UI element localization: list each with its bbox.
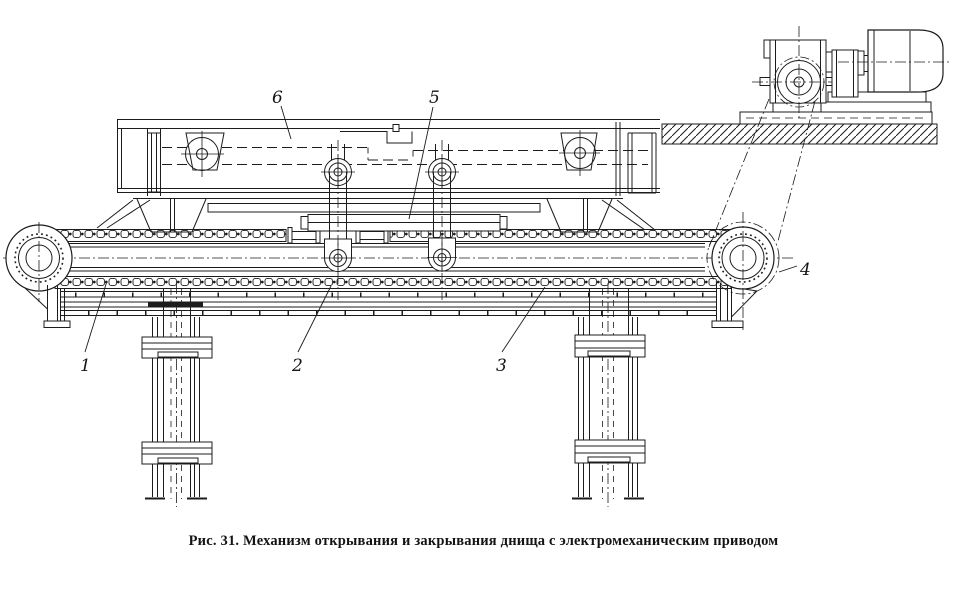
panel-supports bbox=[96, 198, 656, 233]
conveyor-frame bbox=[3, 243, 793, 328]
connecting-rod bbox=[300, 214, 508, 232]
callout-4: 4 bbox=[799, 260, 811, 280]
bottom-chain bbox=[54, 276, 732, 289]
left-sprocket bbox=[5, 222, 73, 321]
callout-2: 2 bbox=[291, 356, 303, 376]
hanger-arm-right bbox=[425, 140, 459, 300]
top-chain bbox=[54, 229, 732, 242]
callout-3: 3 bbox=[496, 356, 507, 376]
guide-rail bbox=[207, 203, 541, 213]
electric-motor bbox=[838, 29, 952, 93]
wall-shelf bbox=[661, 123, 938, 145]
callout-6: 6 bbox=[272, 88, 283, 108]
figure-caption: Рис. 31. Механизм открывания и закрывани… bbox=[188, 533, 779, 549]
left-roller-bracket bbox=[181, 131, 225, 177]
support-leg-right bbox=[572, 283, 646, 507]
callout-5: 5 bbox=[429, 88, 440, 108]
right-sprocket bbox=[706, 212, 780, 330]
callouts: 1 2 3 4 5 6 bbox=[80, 88, 811, 376]
drive-unit bbox=[739, 26, 952, 125]
callout-1: 1 bbox=[80, 356, 91, 376]
hanger-arm-left bbox=[321, 140, 355, 300]
bottom-panel bbox=[117, 119, 660, 197]
right-roller-bracket bbox=[559, 130, 600, 176]
drive-chain-lines bbox=[708, 98, 816, 248]
support-leg-left bbox=[141, 283, 213, 507]
coupling bbox=[831, 49, 873, 98]
